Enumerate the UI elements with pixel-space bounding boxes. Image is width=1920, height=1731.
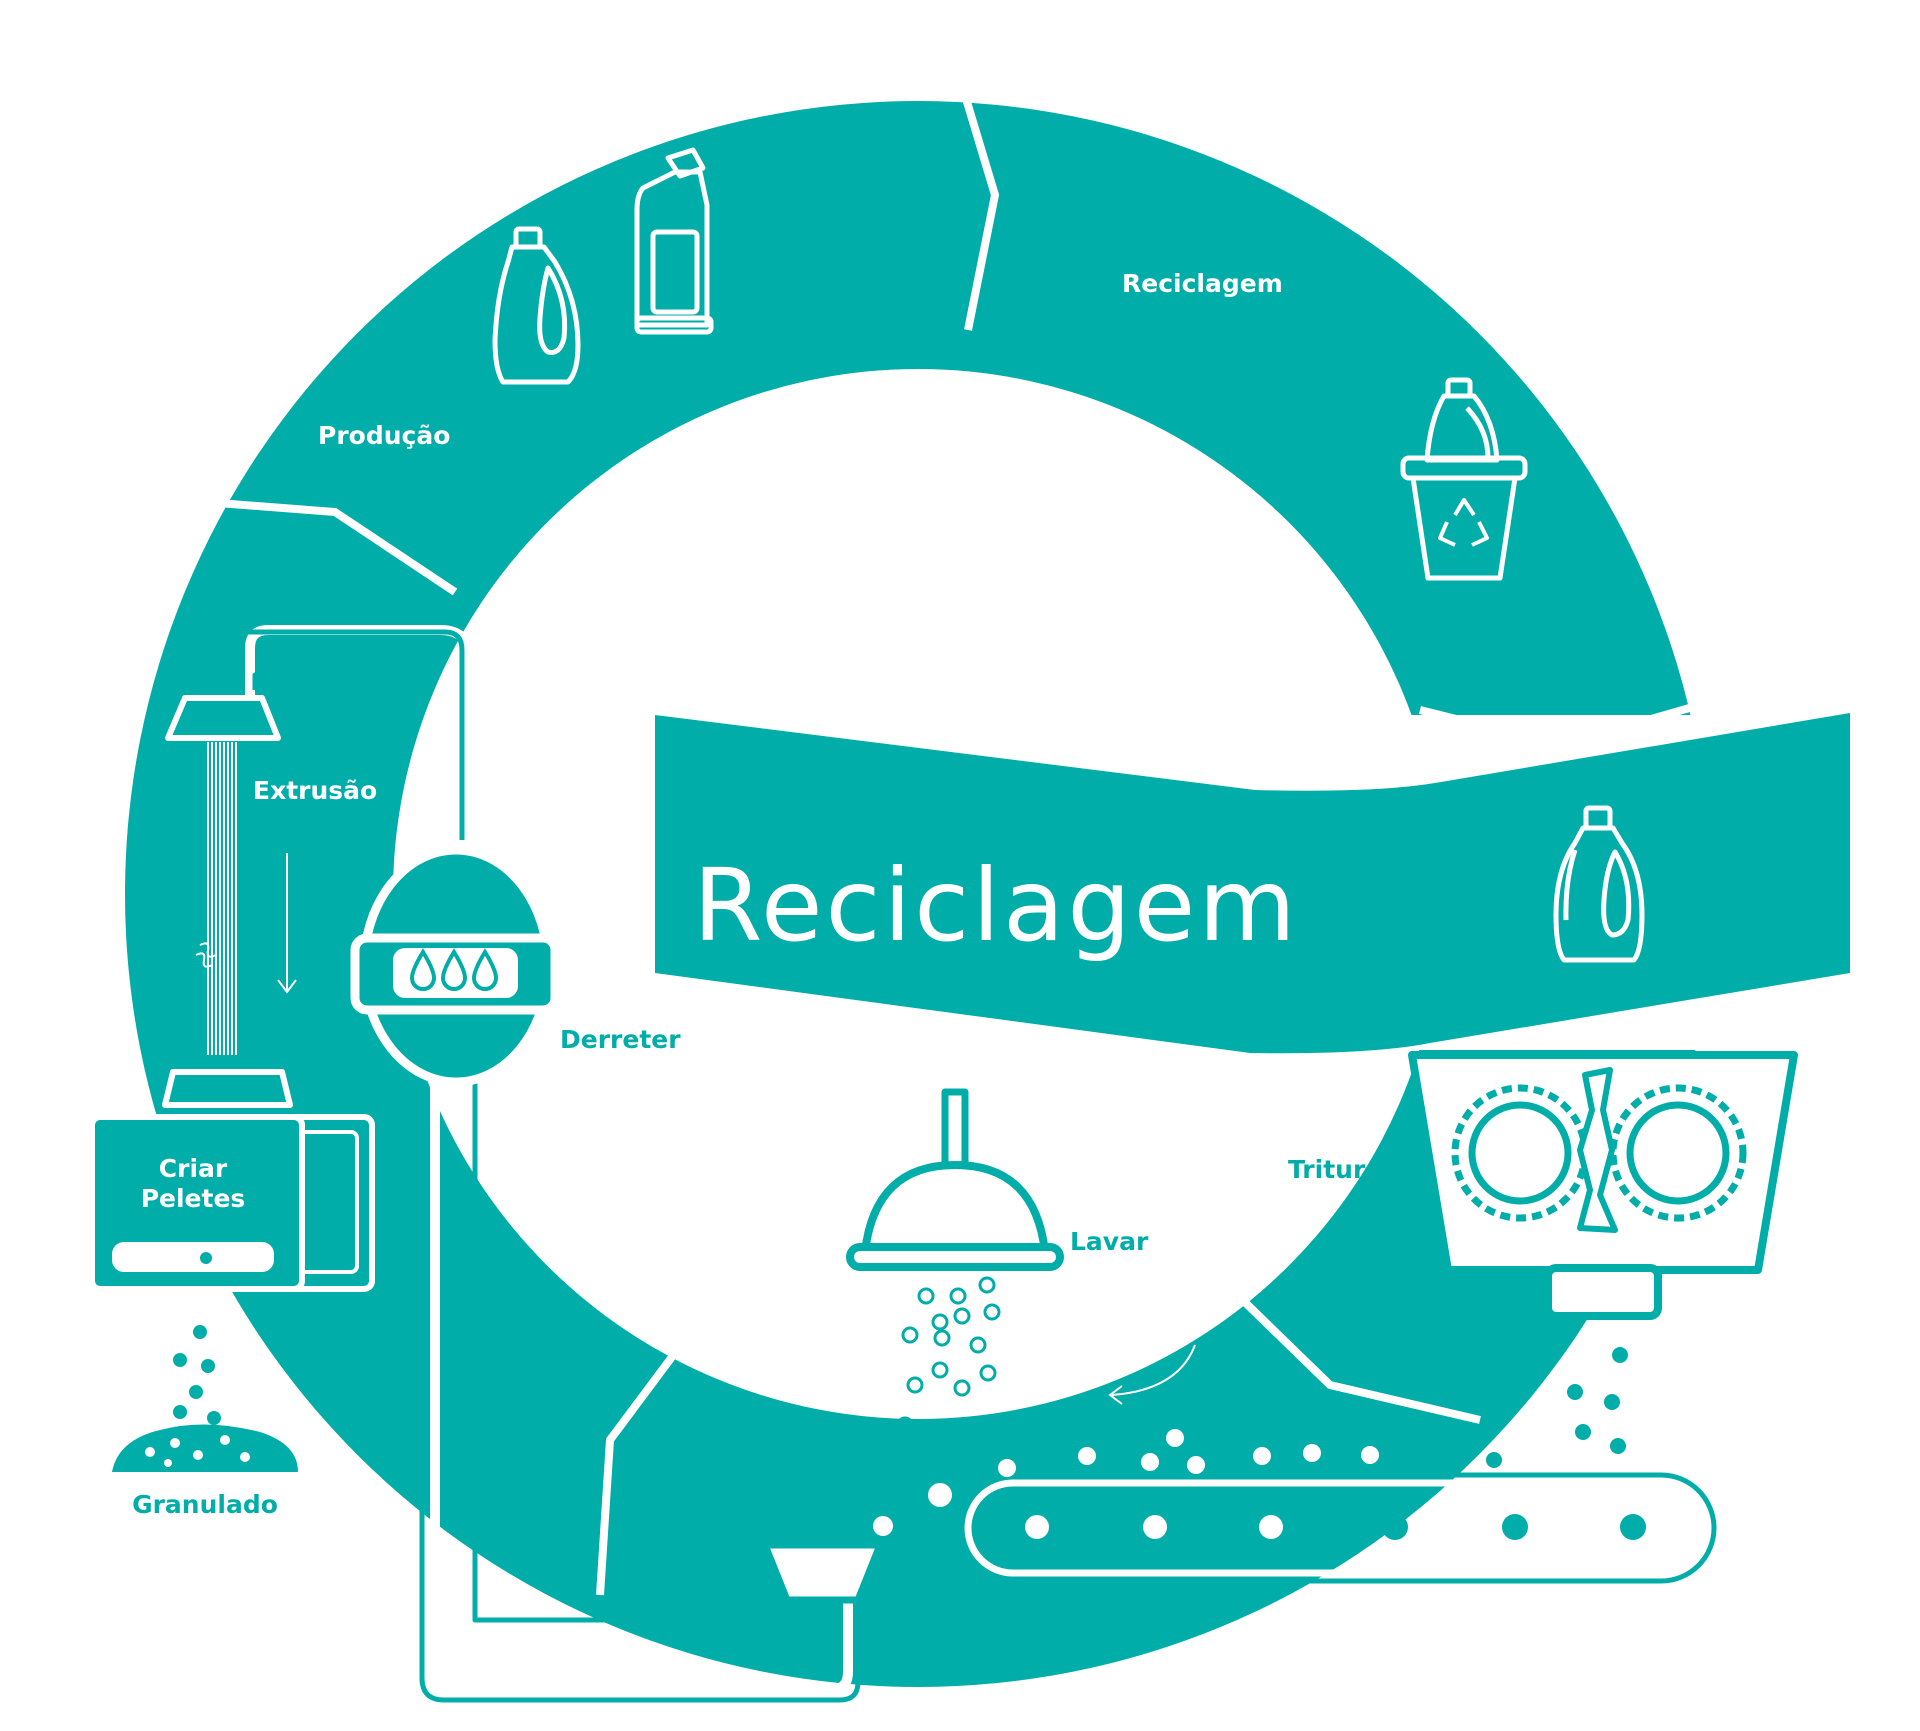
- label-peletes: Peletes: [141, 1184, 246, 1213]
- curved-arrow: [1036, 1274, 1196, 1405]
- segment-divider: [1419, 699, 1710, 750]
- granulate-pile-icon: [112, 1325, 298, 1472]
- label-reciclagem-segment: Reciclagem: [1122, 269, 1283, 298]
- funnel-icon: [761, 1541, 884, 1604]
- label-lavar: Lavar: [1070, 1227, 1149, 1256]
- segment-divider: [204, 498, 458, 596]
- detergent-bottle-icon: [492, 226, 581, 385]
- extruder-icon: [165, 695, 281, 1055]
- shower-head-icon: [846, 1088, 1064, 1271]
- label-triturar: Triturar: [1288, 1155, 1395, 1184]
- label-extrusao: Extrusão: [253, 776, 377, 805]
- label-criar: Criar: [159, 1154, 228, 1183]
- water-bubbles: [896, 1276, 1001, 1464]
- label-producao: Produção: [318, 421, 450, 450]
- water-drops-icon: [409, 948, 499, 991]
- conveyor-pellets: [873, 1429, 1379, 1536]
- recycle-symbol-icon: [1438, 498, 1489, 547]
- detergent-bottle-icon: [1553, 805, 1645, 963]
- shredded-particles: [1486, 1347, 1628, 1468]
- title-banner: Reciclagem: [655, 713, 1850, 1054]
- bleach-bottle-icon: [634, 147, 714, 335]
- down-arrow: [277, 853, 297, 994]
- label-derreter: Derreter: [560, 1025, 681, 1054]
- conveyor-belt-icon: [957, 1472, 1717, 1584]
- segment-divider: [596, 1327, 696, 1596]
- recycle-bin-icon: [1400, 377, 1528, 581]
- shredder-icon: [1408, 1051, 1798, 1320]
- melting-tank-icon: [350, 845, 560, 1087]
- segment-divider: [1219, 1277, 1481, 1424]
- banner-title: Reciclagem: [693, 847, 1299, 964]
- pelletizer-icon: [89, 1069, 375, 1292]
- label-granulado: Granulado: [132, 1490, 278, 1519]
- pipe-inner-outline: [169, 629, 861, 1703]
- segment-divider: [951, 60, 1000, 331]
